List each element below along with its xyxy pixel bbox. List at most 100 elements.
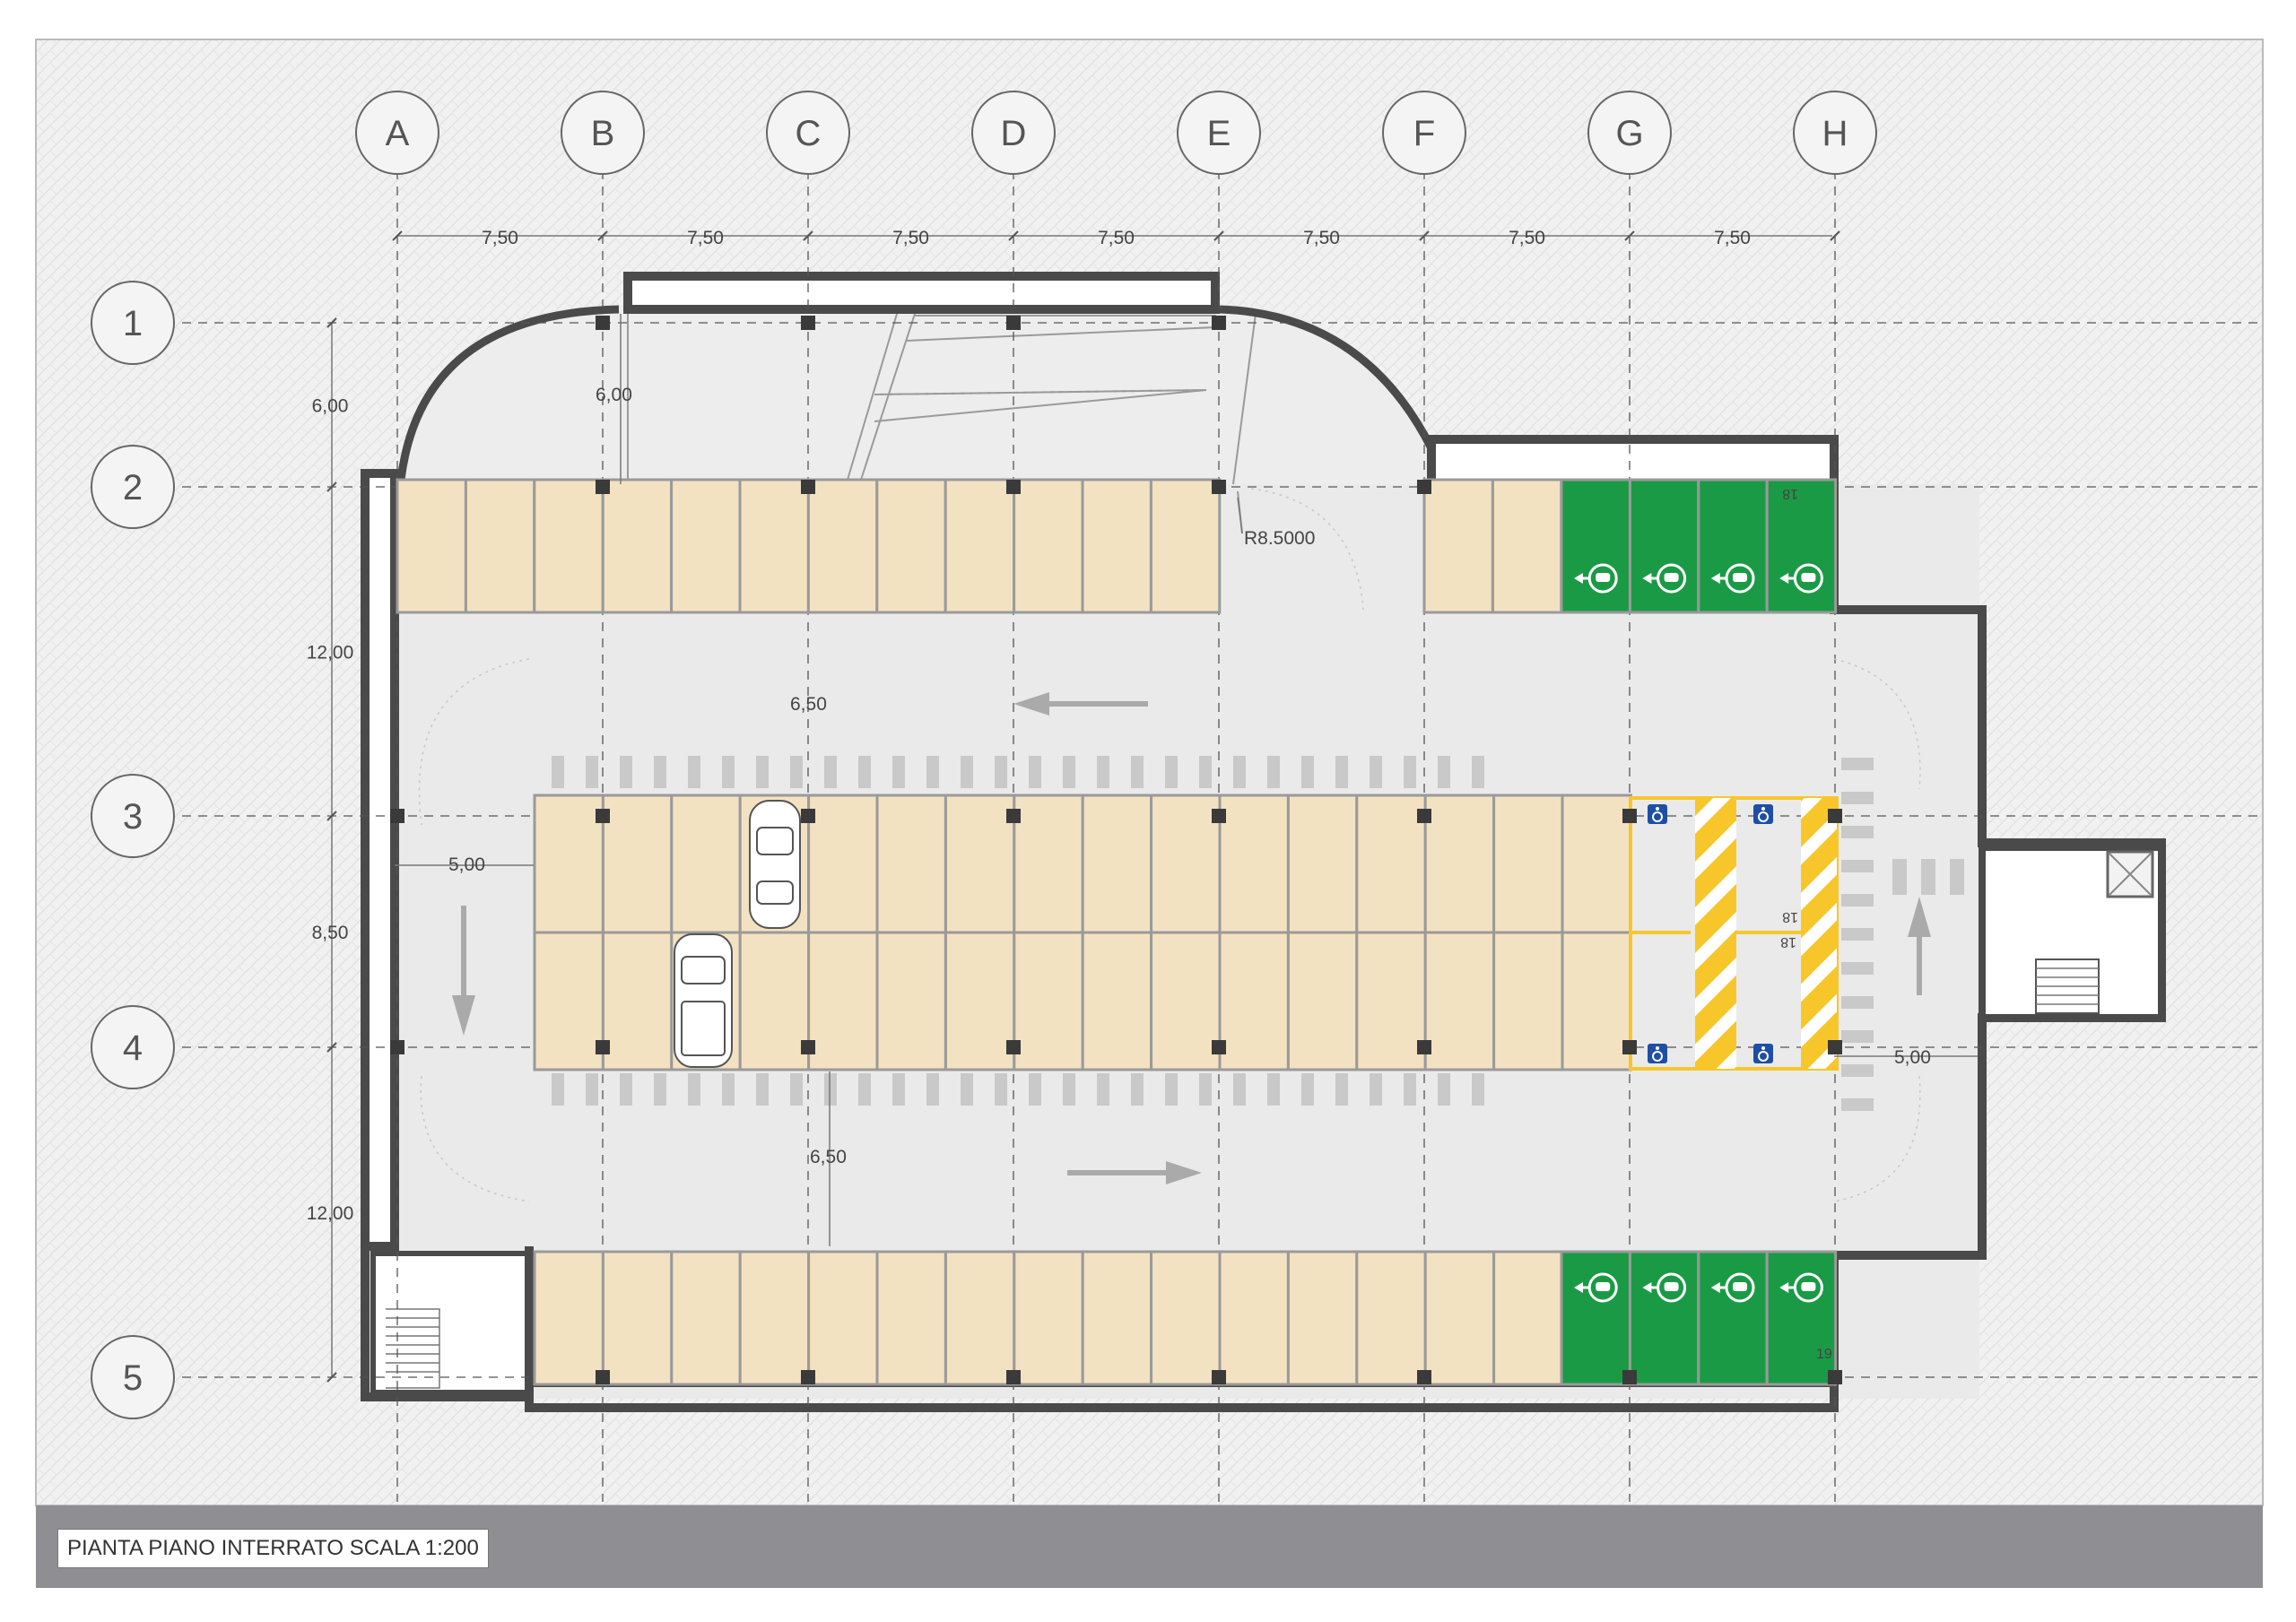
crossing-stripe [1370,756,1382,788]
parking-bay [738,1250,811,1386]
crossing-stripe [1233,1073,1246,1106]
ev-charging-icon [1574,1272,1618,1303]
crossing-stripe [1841,860,1874,872]
svg-text:E: E [1207,114,1231,153]
grid-row-label: 1 [91,281,175,365]
parking-bay [533,931,604,1071]
wheelchair-icon [1753,1044,1773,1063]
ev-charging-icon [1779,1272,1823,1303]
column [1622,1370,1637,1384]
column [390,1040,404,1054]
parking-bay [1013,931,1084,1071]
stair-room [370,1251,530,1395]
crossing-stripe [1950,859,1964,895]
svg-text:C: C [796,114,822,153]
arrow-up-icon [1908,897,1931,995]
grid-column-label: C [766,91,850,175]
column [596,1040,610,1054]
parking-bay [533,478,604,614]
crossing-stripe [1131,1073,1144,1106]
car-icon [749,800,801,929]
crossing-stripe [1841,928,1874,941]
crossing-stripe [1472,1073,1484,1106]
column [1006,809,1021,823]
hatch-zone [1695,798,1736,1069]
grid-column-label: E [1177,91,1261,175]
svg-text:G: G [1615,114,1643,153]
crossing-stripe [756,756,769,788]
parking-bay [1561,794,1632,934]
elevator-room [1979,844,2165,1021]
drawing-title: PIANTA PIANO INTERRATO SCALA 1:200 [57,1529,489,1568]
column [1417,1370,1431,1384]
ev-charging-icon [1710,1272,1755,1303]
column [1006,316,1021,330]
parking-bay [1081,478,1152,614]
column [596,809,610,823]
parking-bay [1150,931,1222,1071]
crossing-stripe [586,1073,598,1106]
crossing-stripe [1841,1064,1874,1077]
parking-bay [1081,931,1153,1071]
elevator-icon [2109,853,2152,896]
svg-text:H: H [1822,114,1848,153]
wheelchair-icon [1648,1044,1667,1063]
parking-bay [1422,478,1494,614]
row-spacing-label: 12,00 [307,643,354,664]
crossing-stripe [620,1073,632,1106]
column [596,480,610,494]
grid-column-label: G [1587,91,1672,175]
ramp-width-dimension: 6,00 [596,385,632,405]
structural-columns [390,316,1842,1384]
crossing-stripe [824,1073,837,1106]
crossing-stripe [1199,756,1212,788]
column [1006,480,1021,494]
dimension-lines [331,235,1978,1376]
crossing-stripe [688,1073,700,1106]
grid-column-label: A [355,91,439,175]
parking-bay [670,794,742,934]
car-icon [674,933,733,1068]
column-spacing-label: 7,50 [892,228,929,248]
parking-bay [1218,1250,1290,1386]
crossing-stripe [1472,756,1484,788]
grid-row-label: 3 [91,774,175,858]
margin-right-dimension: 5,00 [1894,1047,1931,1068]
crossing-stripe [1199,1073,1212,1106]
grid-column-label: H [1793,91,1877,175]
aisle-bottom-dimension: 6,50 [810,1147,847,1167]
parking-bay [944,1250,1016,1386]
parking-bay [533,794,604,934]
crossing-stripe [892,1073,905,1106]
crossing-stripe [1841,1098,1874,1111]
parking-bay [1355,1250,1427,1386]
parking-bay [1081,794,1153,934]
crossing-stripe [552,756,564,788]
crossing-stripe [995,756,1007,788]
crossing-stripe [926,1073,939,1106]
crossing-stripe [1404,756,1416,788]
ev-parking-bay [1697,1250,1769,1386]
column [1212,1370,1226,1384]
parking-bay [1423,1250,1496,1386]
parking-bay [1218,794,1290,934]
grid-row-label: 5 [91,1335,175,1419]
crossing-stripe [1029,756,1041,788]
svg-text:2: 2 [123,468,143,507]
column [801,809,815,823]
crossing-stripe [722,1073,735,1106]
column [801,316,815,330]
row-spacing-label: 12,00 [307,1203,354,1224]
crossing-stripe [1841,826,1874,838]
svg-text:5: 5 [123,1358,143,1398]
column [1828,1040,1842,1054]
parking-bay [396,478,467,614]
parking-bay [944,931,1016,1071]
grid-column-label: B [561,91,645,175]
parking-bay [1355,931,1427,1071]
column [1417,809,1431,823]
crossing-stripe [654,756,666,788]
column [1212,316,1226,330]
column-spacing-label: 7,50 [687,228,724,248]
